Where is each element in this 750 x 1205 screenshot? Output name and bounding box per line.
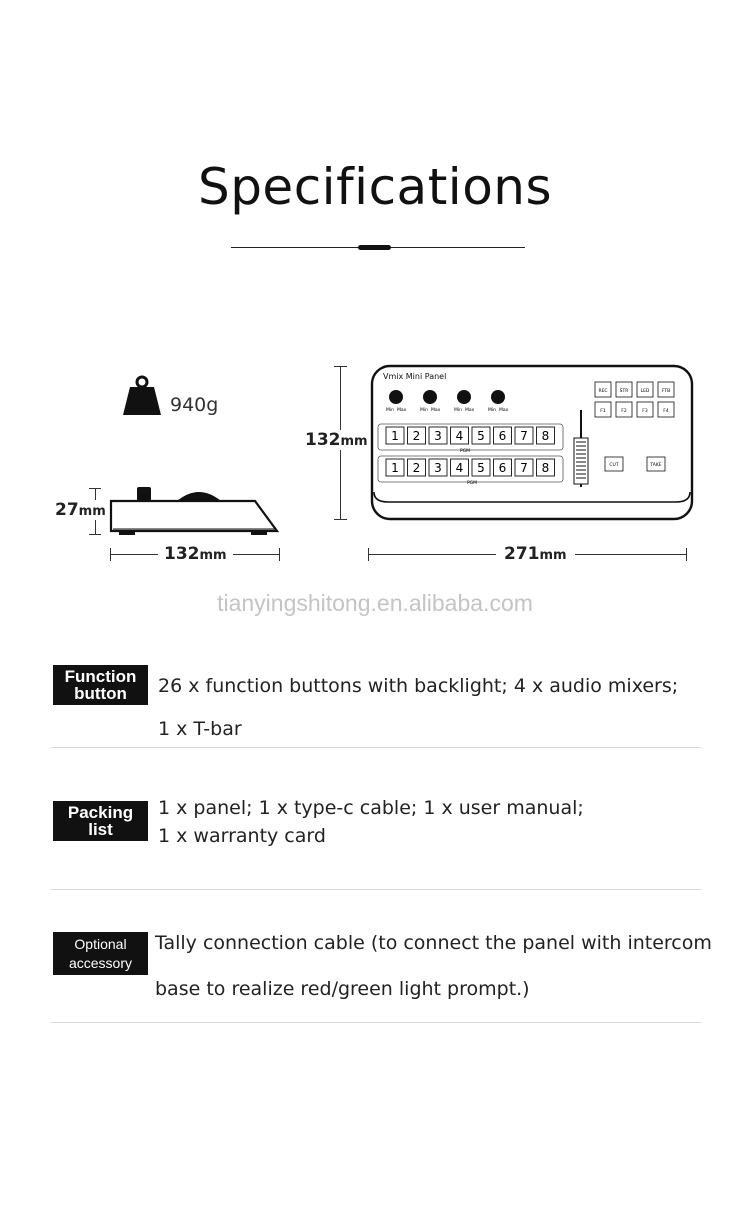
pgm-button-label: 3 — [434, 461, 442, 475]
svg-text:CUT: CUT — [609, 462, 618, 468]
side-body — [109, 499, 280, 533]
pgm-button-label: 4 — [456, 429, 464, 443]
pgm-button — [407, 458, 426, 477]
spec-text-function-2: 1 x T-bar — [158, 718, 242, 740]
pgm-button — [514, 458, 534, 477]
title-underline-accent — [358, 245, 391, 250]
side-tbar — [177, 492, 221, 501]
cut-button — [604, 456, 624, 472]
function-key — [657, 381, 675, 398]
pgm-button — [407, 426, 426, 445]
pgm-button — [493, 426, 512, 445]
page-title: Specifications — [197, 158, 553, 216]
pgm-button-label: 2 — [413, 461, 421, 475]
divider — [51, 1022, 701, 1023]
pgm-button — [536, 426, 555, 445]
function-key-label: F4 — [663, 408, 669, 414]
svg-text:Min: Min — [488, 407, 496, 413]
function-key-label: REC — [598, 388, 607, 394]
pgm-button — [450, 458, 469, 477]
pgm-button-label: 7 — [520, 461, 528, 475]
svg-text:Min: Min — [420, 407, 428, 413]
pgm-button-label: 7 — [520, 429, 528, 443]
pgm-button — [471, 458, 491, 477]
pgm-button-label: 5 — [477, 429, 485, 443]
pgm-button — [385, 426, 405, 445]
pgm-button — [428, 458, 448, 477]
front-height-dimension: 132mm — [305, 430, 368, 450]
function-key-label: F2 — [621, 408, 627, 414]
pgm-button-label: 8 — [542, 429, 550, 443]
function-key — [615, 401, 633, 418]
svg-text:Max: Max — [397, 407, 407, 413]
function-key — [594, 381, 612, 398]
function-key-label: F3 — [642, 408, 648, 414]
function-key-label: STR — [620, 388, 629, 394]
svg-text:Min: Min — [386, 407, 394, 413]
pgm-button-label: 2 — [413, 429, 421, 443]
divider — [51, 889, 701, 890]
side-foot-left — [119, 531, 135, 535]
side-knob — [137, 487, 151, 501]
svg-text:TAKE: TAKE — [649, 462, 661, 468]
pgm-row-2 — [377, 455, 564, 483]
spec-text-packing-1: 1 x panel; 1 x type-c cable; 1 x user ma… — [158, 797, 584, 819]
depth-dimension: 132mm — [158, 544, 233, 564]
function-key — [657, 401, 675, 418]
svg-text:Max: Max — [465, 407, 475, 413]
svg-text:PGM: PGM — [467, 480, 477, 486]
pgm-button-label: 5 — [477, 461, 485, 475]
pgm-button-label: 1 — [391, 429, 399, 443]
svg-text:PGM: PGM — [460, 448, 470, 454]
pgm-button-label: 3 — [434, 429, 442, 443]
spec-text-packing-2: 1 x warranty card — [158, 825, 326, 847]
pgm-button-label: 4 — [456, 461, 464, 475]
pgm-button-label: 8 — [542, 461, 550, 475]
function-key — [594, 401, 612, 418]
take-button — [646, 456, 666, 472]
side-foot-right — [251, 531, 267, 535]
weight-value: 940g — [170, 394, 219, 416]
pgm-row-1 — [377, 423, 564, 451]
spec-text-function-1: 26 x function buttons with backlight; 4 … — [158, 675, 679, 697]
watermark: tianyingshitong.en.alibaba.com — [217, 590, 533, 616]
pgm-button-label: 6 — [499, 429, 507, 443]
svg-text:Max: Max — [431, 407, 441, 413]
pgm-button — [493, 458, 512, 477]
function-key-label: F1 — [600, 408, 606, 414]
pgm-button-label: 1 — [391, 461, 399, 475]
width-dimension: 271mm — [496, 544, 575, 564]
t-bar — [573, 410, 589, 487]
panel-name: Vmix Mini Panel — [383, 372, 446, 381]
pgm-button — [450, 426, 469, 445]
function-key — [636, 381, 654, 398]
pgm-button — [536, 458, 555, 477]
divider — [51, 747, 701, 748]
svg-text:Max: Max — [499, 407, 509, 413]
spec-text-optional-2: base to realize red/green light prompt.) — [155, 978, 530, 1000]
pgm-button — [471, 426, 491, 445]
pgm-button-label: 6 — [499, 461, 507, 475]
spec-text-optional-1: Tally connection cable (to connect the p… — [155, 932, 712, 954]
weight-icon — [123, 375, 161, 415]
pgm-button — [428, 426, 448, 445]
function-key-label: LED — [641, 388, 650, 394]
pgm-button — [385, 458, 405, 477]
svg-text:Min: Min — [454, 407, 462, 413]
function-key-label: FTB — [662, 388, 670, 394]
function-key — [636, 401, 654, 418]
function-keys: REC STR LED FTB F1 F2 F3 F4 — [594, 381, 675, 418]
function-key — [615, 381, 633, 398]
pgm-button — [514, 426, 534, 445]
side-view-drawing — [109, 487, 280, 535]
side-height-dimension: 27mm — [55, 500, 106, 520]
